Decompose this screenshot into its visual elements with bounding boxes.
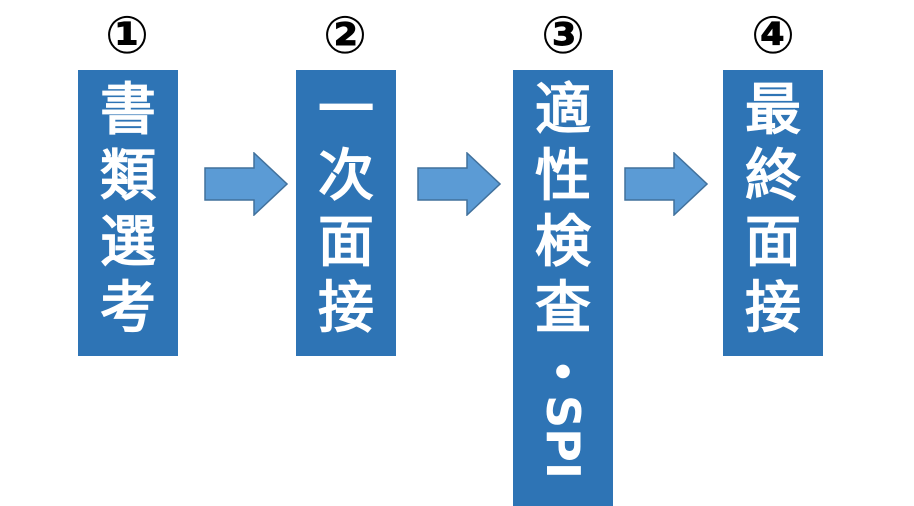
step-1-char: 類 — [100, 144, 156, 209]
step-2-char: 次 — [318, 144, 374, 209]
step-4-char: 接 — [745, 276, 801, 341]
step-2-box: 一 次 面 接 — [296, 70, 396, 356]
step-3-spi-label: SPI — [536, 395, 590, 479]
step-3-char: 査 — [535, 276, 591, 341]
step-1-char: 考 — [100, 276, 156, 341]
step-3-dot: ・ — [535, 342, 591, 407]
step-3-char: 適 — [535, 78, 591, 143]
step-4-char: 最 — [745, 78, 801, 143]
step-4-char: 面 — [745, 210, 801, 275]
step-3-box: 適 性 検 査 ・ SPI — [513, 70, 613, 506]
arrow-right-icon — [417, 152, 501, 216]
arrow-right-icon — [204, 152, 288, 216]
step-1-char: 選 — [100, 210, 156, 275]
step-1-number: ① — [104, 6, 150, 66]
step-3-number: ③ — [540, 6, 586, 66]
step-3-char: 性 — [535, 144, 591, 209]
arrow-right-icon — [624, 152, 708, 216]
step-2-char: 接 — [318, 276, 374, 341]
step-1-box: 書 類 選 考 — [78, 70, 178, 356]
step-4-box: 最 終 面 接 — [723, 70, 823, 356]
step-4-char: 終 — [745, 144, 801, 209]
step-4-number: ④ — [750, 6, 796, 66]
step-2-char: 一 — [318, 78, 374, 143]
step-3-char: 検 — [535, 210, 591, 275]
step-1-char: 書 — [100, 78, 156, 143]
step-2-number: ② — [322, 6, 368, 66]
step-2-char: 面 — [318, 210, 374, 275]
